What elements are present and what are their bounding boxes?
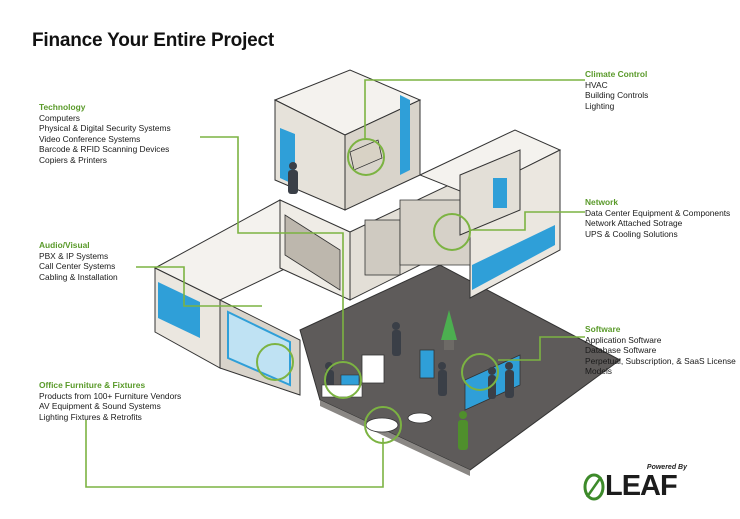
technology-line: [200, 136, 344, 360]
callout-item: Products from 100+ Furniture Vendors: [39, 390, 182, 401]
callout-item: AV Equipment & Sound Systems: [39, 401, 161, 412]
annex-window: [493, 178, 507, 208]
callout-item: Barcode & RFID Scanning Devices: [39, 144, 170, 155]
callout-item: Building Controls: [585, 90, 649, 101]
callout-item: Perpetual, Subscription, & SaaS License: [585, 355, 736, 366]
right-block-window: [472, 225, 555, 290]
callout-heading: Climate Control: [585, 69, 648, 79]
office-circle: [364, 406, 402, 444]
climate-circle: [347, 138, 385, 176]
worker-figure: [458, 411, 468, 450]
powered-by-text: Powered By: [646, 464, 687, 471]
callout-item: Data Center Equipment & Components: [585, 207, 731, 218]
leaf-circle-icon: [583, 473, 605, 501]
callout-heading: Software: [585, 324, 621, 334]
callout-lines: [85, 79, 585, 488]
callout-network: Network Data Center Equipment & Componen…: [585, 197, 730, 239]
callout-item: Cabling & Installation: [39, 271, 118, 282]
audio-line: [136, 266, 262, 307]
callout-item: Video Conference Systems: [39, 133, 141, 144]
technology-circle: [324, 361, 362, 399]
cafe-table: [407, 412, 433, 424]
callout-item: Physical & Digital Security Systems: [39, 123, 171, 134]
software-line: [498, 336, 585, 361]
highlight-circles: [256, 138, 499, 444]
network-circle: [433, 213, 471, 251]
callout-item: Copiers & Printers: [39, 154, 107, 165]
climate-line: [364, 79, 585, 140]
leaf-logo: Powered By LEAF: [583, 464, 693, 504]
whiteboard: [361, 354, 385, 384]
cafe-table: [365, 417, 399, 433]
callout-climate-control: Climate Control HVAC Building Controls L…: [585, 69, 648, 111]
left-wing-glass: [227, 310, 291, 387]
plant-leaves: [441, 310, 457, 340]
left-wing-window: [158, 282, 200, 338]
callout-item: Models: [585, 366, 612, 377]
callout-item: HVAC: [585, 79, 608, 90]
elevator: [364, 219, 401, 276]
ac-unit: [349, 139, 383, 171]
callout-item: PBX & IP Systems: [39, 250, 109, 261]
callout-item: Lighting Fixtures & Retrofits: [39, 411, 142, 422]
callout-item: Application Software: [585, 334, 662, 345]
callout-item: Network Attached Sotrage: [585, 218, 683, 229]
callout-item: UPS & Cooling Solutions: [585, 228, 678, 239]
audio-circle: [256, 343, 294, 381]
callout-heading: Network: [585, 197, 619, 207]
top-tower-side: [400, 95, 410, 175]
software-circle: [461, 353, 499, 391]
callout-audio-visual: Audio/Visual PBX & IP Systems Call Cente…: [39, 240, 118, 282]
callout-heading: Technology: [39, 102, 86, 112]
callout-item: Database Software: [585, 345, 657, 356]
leaf-wordmark: LEAF: [605, 470, 678, 502]
people: [288, 162, 514, 399]
callout-heading: Audio/Visual: [39, 240, 90, 250]
office-line: [85, 420, 384, 488]
plant-pot: [444, 340, 454, 350]
callout-office-furniture: Office Furniture & Fixtures Products fro…: [39, 380, 181, 422]
page-title: Finance Your Entire Project: [32, 30, 275, 51]
callout-software: Software Application Software Database S…: [585, 324, 736, 377]
callout-technology: Technology Computers Physical & Digital …: [39, 102, 171, 166]
network-line: [470, 211, 585, 231]
callout-item: Call Center Systems: [39, 261, 116, 272]
callout-item: Computers: [39, 112, 80, 123]
water-cooler: [419, 349, 435, 379]
callout-item: Lighting: [585, 100, 615, 111]
callout-heading: Office Furniture & Fixtures: [39, 380, 146, 390]
